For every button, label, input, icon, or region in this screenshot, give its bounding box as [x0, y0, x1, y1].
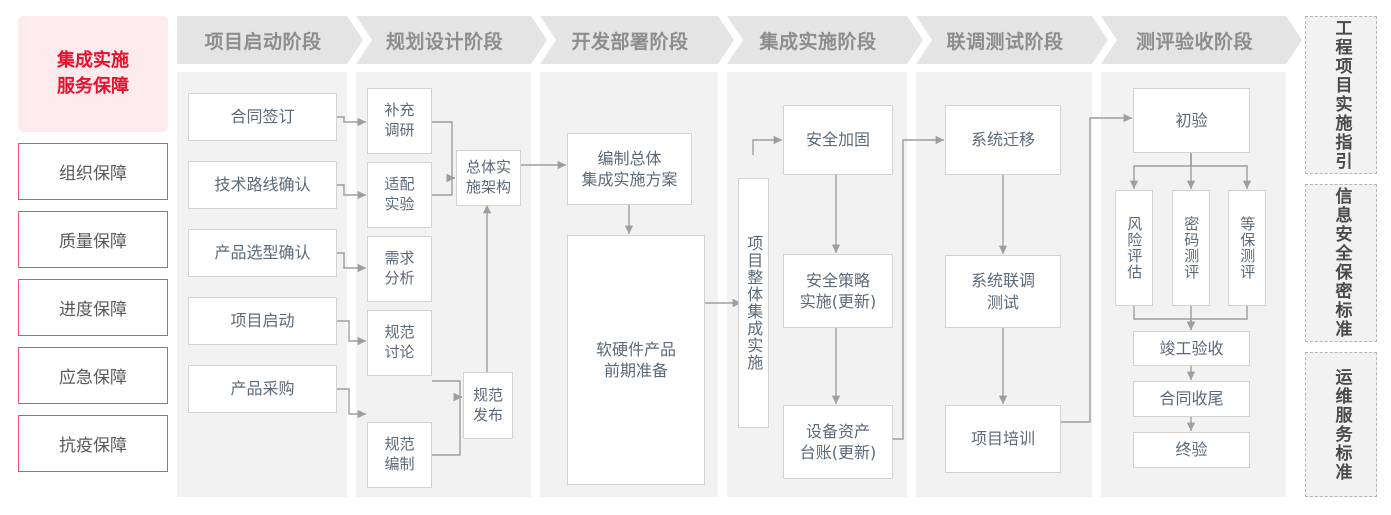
node-label: 项目培训: [970, 429, 1035, 449]
sidebar-item-2[interactable]: 进度保障: [18, 279, 168, 336]
node-c6-triple-1[interactable]: 密码测评: [1172, 190, 1210, 306]
node-label: 密码测评: [1182, 216, 1201, 280]
right-sidebar-card-2[interactable]: 运维服务标准: [1305, 352, 1377, 497]
node-c2-right-0[interactable]: 总体实施架构: [456, 150, 521, 206]
node-c5-1[interactable]: 系统联调测试: [945, 255, 1061, 328]
sidebar-item-label: 质量保障: [59, 232, 127, 252]
chevron-shape: [540, 16, 734, 64]
node-c6-tail-0[interactable]: 竣工验收: [1133, 331, 1250, 366]
phase-header-4[interactable]: 联调测试阶段: [916, 16, 1108, 64]
chevron-shape: [916, 16, 1108, 64]
sidebar-item-3[interactable]: 应急保障: [18, 347, 168, 404]
node-label: 技术路线确认: [214, 175, 311, 195]
sidebar-item-label: 抗疫保障: [59, 436, 127, 456]
node-c2-left-3[interactable]: 规范讨论: [367, 310, 432, 376]
node-c2-left-0[interactable]: 补充调研: [367, 88, 432, 154]
node-label: 安全策略实施(更新): [799, 270, 877, 311]
node-label: 补充调研: [384, 101, 415, 139]
node-label: 项目整体集成实施: [744, 235, 764, 371]
sidebar-item-label: 组织保障: [59, 164, 127, 184]
phase-header-label: 测评验收阶段: [1135, 30, 1253, 53]
node-label: 总体实施架构: [465, 158, 511, 196]
node-c6-triple-2[interactable]: 等保测评: [1228, 190, 1266, 306]
node-label: 系统迁移: [970, 130, 1035, 150]
phase-header-label: 开发部署阶段: [571, 30, 689, 53]
node-c3-1[interactable]: 软硬件产品前期准备: [567, 235, 705, 485]
node-c5-2[interactable]: 项目培训: [945, 405, 1061, 473]
node-c2-left-2[interactable]: 需求分析: [367, 236, 432, 302]
chevron-shape: [177, 16, 363, 64]
sidebar-item-1[interactable]: 质量保障: [18, 211, 168, 268]
node-c4-0[interactable]: 安全加固: [783, 105, 893, 175]
node-label: 规范发布: [472, 385, 503, 424]
node-label: 合同签订: [230, 107, 295, 127]
node-label: 适配实验: [384, 175, 415, 213]
node-label: 等保测评: [1238, 216, 1257, 280]
node-label: 竣工验收: [1159, 338, 1224, 358]
node-c4-2[interactable]: 设备资产台账(更新): [783, 405, 893, 479]
node-c6-top[interactable]: 初验: [1133, 88, 1250, 153]
node-label: 系统联调测试: [970, 271, 1035, 312]
node-label: 风险评估: [1125, 216, 1144, 280]
node-label: 终验: [1175, 440, 1208, 460]
left-sidebar: 集成实施服务保障 组织保障 质量保障 进度保障 应急保障 抗疫保障: [18, 16, 168, 472]
node-c4-rail[interactable]: 项目整体集成实施: [738, 178, 769, 428]
node-c2-left-4[interactable]: 规范编制: [367, 422, 432, 488]
right-sidebar-card-1[interactable]: 信息安全保密标准: [1305, 184, 1377, 342]
node-c3-0[interactable]: 编制总体集成实施方案: [567, 133, 692, 205]
phase-header-5[interactable]: 测评验收阶段: [1101, 16, 1302, 64]
node-c6-tail-1[interactable]: 合同收尾: [1133, 381, 1250, 417]
sidebar-item-label: 应急保障: [59, 368, 127, 388]
node-c2-right-1[interactable]: 规范发布: [463, 372, 513, 439]
phase-header-label: 集成实施阶段: [759, 30, 877, 53]
node-label: 初验: [1175, 110, 1208, 130]
sidebar-item-label: 进度保障: [59, 300, 127, 320]
phase-header-3[interactable]: 集成实施阶段: [727, 16, 923, 64]
node-c5-0[interactable]: 系统迁移: [945, 105, 1061, 175]
node-label: 编制总体集成实施方案: [581, 148, 678, 189]
right-sidebar-label: 信息安全保密标准: [1331, 187, 1352, 339]
sidebar-title-card: 集成实施服务保障: [18, 16, 168, 132]
node-label: 规范编制: [384, 435, 415, 473]
chevron-shape: [727, 16, 923, 64]
node-label: 合同收尾: [1159, 389, 1224, 409]
right-sidebar-label: 工程项目实施指引: [1331, 19, 1352, 171]
sidebar-item-4[interactable]: 抗疫保障: [18, 415, 168, 472]
node-c6-triple-0[interactable]: 风险评估: [1115, 190, 1153, 306]
node-c1-1[interactable]: 技术路线确认: [188, 161, 337, 209]
right-sidebar-label: 运维服务标准: [1331, 367, 1352, 482]
node-label: 需求分析: [384, 249, 415, 287]
phase-header-0[interactable]: 项目启动阶段: [177, 16, 363, 64]
node-label: 规范讨论: [384, 323, 415, 361]
node-label: 项目启动: [230, 311, 295, 331]
node-c1-4[interactable]: 产品采购: [188, 365, 337, 413]
node-label: 产品选型确认: [214, 243, 311, 263]
node-label: 软硬件产品前期准备: [595, 339, 676, 380]
node-label: 设备资产台账(更新): [799, 421, 877, 462]
phase-header-label: 项目启动阶段: [204, 30, 322, 53]
phase-header-2[interactable]: 开发部署阶段: [540, 16, 734, 64]
node-c1-2[interactable]: 产品选型确认: [188, 229, 337, 277]
node-c1-3[interactable]: 项目启动: [188, 297, 337, 345]
sidebar-title-text: 集成实施服务保障: [57, 49, 129, 97]
chevron-shape: [356, 16, 547, 64]
phase-column-body-0: [177, 72, 347, 497]
node-label: 产品采购: [230, 379, 295, 399]
sidebar-item-0[interactable]: 组织保障: [18, 143, 168, 200]
phase-header-label: 规划设计阶段: [385, 30, 503, 53]
node-c1-0[interactable]: 合同签订: [188, 93, 337, 141]
right-sidebar-card-0[interactable]: 工程项目实施指引: [1305, 16, 1377, 174]
node-label: 安全加固: [805, 130, 870, 150]
node-c2-left-1[interactable]: 适配实验: [367, 162, 432, 228]
node-c6-tail-2[interactable]: 终验: [1133, 432, 1250, 468]
phase-header-label: 联调测试阶段: [946, 30, 1064, 53]
node-c4-1[interactable]: 安全策略实施(更新): [783, 254, 893, 328]
chevron-shape: [1101, 16, 1302, 64]
phase-header-1[interactable]: 规划设计阶段: [356, 16, 547, 64]
